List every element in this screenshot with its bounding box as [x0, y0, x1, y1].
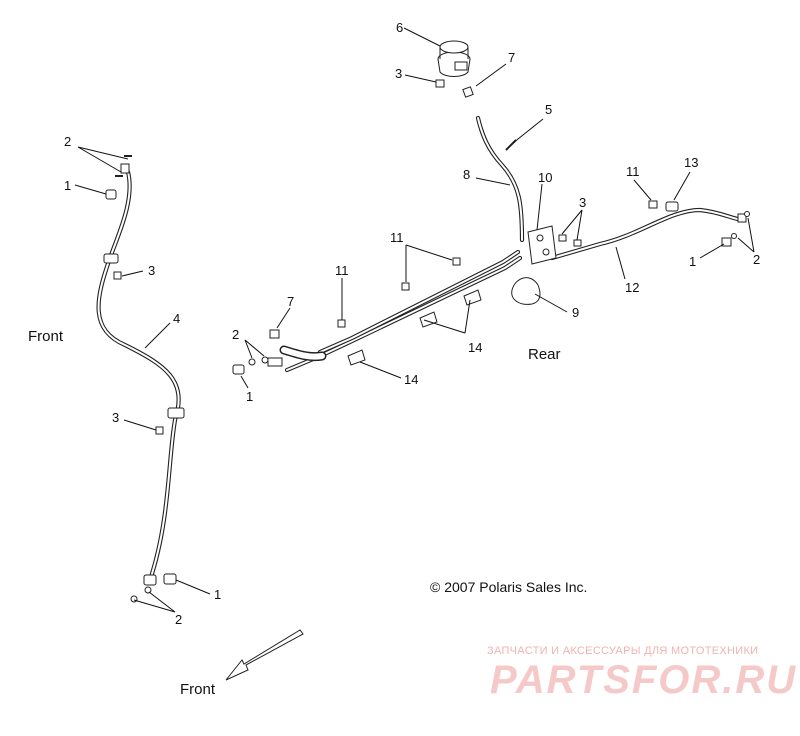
callout-7-top: 7 [508, 50, 515, 65]
callout-4: 4 [173, 311, 180, 326]
callout-8: 8 [463, 167, 470, 182]
callout-2-right: 2 [753, 252, 760, 267]
hose-piece [279, 345, 327, 362]
callout-3-left-upper: 3 [148, 263, 155, 278]
callout-3-top: 3 [395, 66, 402, 81]
callout-5: 5 [545, 102, 552, 117]
callout-1-bottom: 1 [214, 587, 221, 602]
callout-7-mid: 7 [287, 294, 294, 309]
callout-2-bottom: 2 [175, 612, 182, 627]
callout-1-top-left: 1 [64, 178, 71, 193]
callout-14-upper: 14 [468, 340, 482, 355]
leader-lines [74, 27, 755, 613]
bracket-icon [527, 225, 557, 265]
clamp-icon [665, 201, 679, 212]
nut-icon [269, 329, 280, 339]
watermark-tagline: ЗАПЧАСТИ И АКСЕССУАРЫ ДЛЯ МОТОТЕХНИКИ [487, 645, 758, 657]
callout-11-mid: 11 [390, 230, 404, 245]
callout-11-left: 11 [335, 263, 349, 278]
rear-label: Rear [528, 346, 561, 363]
callout-11-right: 11 [626, 164, 640, 179]
front-label-left: Front [28, 328, 64, 345]
callout-2-top-left: 2 [64, 134, 71, 149]
callout-1-right: 1 [689, 254, 696, 269]
callout-1-mid: 1 [246, 389, 253, 404]
callout-14-lower: 14 [404, 372, 418, 387]
callout-10: 10 [538, 170, 552, 185]
rear-brake-line [549, 207, 745, 261]
watermark-brand: PARTSFOR.RU [490, 658, 797, 702]
callout-12: 12 [625, 280, 639, 295]
fitting-icon [462, 86, 474, 98]
reservoir-hose [475, 115, 525, 243]
line-bracket-icons [103, 253, 185, 435]
bolt-icon [435, 79, 445, 88]
callout-3-right: 3 [579, 195, 586, 210]
main-brake-line [284, 249, 523, 373]
callout-13: 13 [684, 155, 698, 170]
callout-3-left-lower: 3 [112, 410, 119, 425]
line-clip-icons [347, 289, 482, 366]
callout-6: 6 [396, 20, 403, 35]
front-direction-arrow-icon [225, 629, 304, 681]
front-label-bottom: Front [180, 681, 216, 698]
front-brake-line [96, 169, 181, 583]
banjo-top-left-icon [105, 155, 132, 200]
banjo-mid-icon [232, 356, 283, 375]
fitting-right-icon [721, 211, 750, 247]
copyright-text: © 2007 Polaris Sales Inc. [430, 579, 587, 595]
callout-2-mid: 2 [232, 327, 239, 342]
banjo-bottom-icon [130, 573, 177, 603]
bolt-right-icon [558, 234, 582, 247]
callout-9: 9 [572, 305, 579, 320]
clip-icon [511, 277, 541, 305]
callout-numbers: 6 7 3 5 8 10 11 13 3 1 2 12 9 11 11 14 1… [64, 20, 760, 627]
reservoir-icon [437, 40, 471, 77]
